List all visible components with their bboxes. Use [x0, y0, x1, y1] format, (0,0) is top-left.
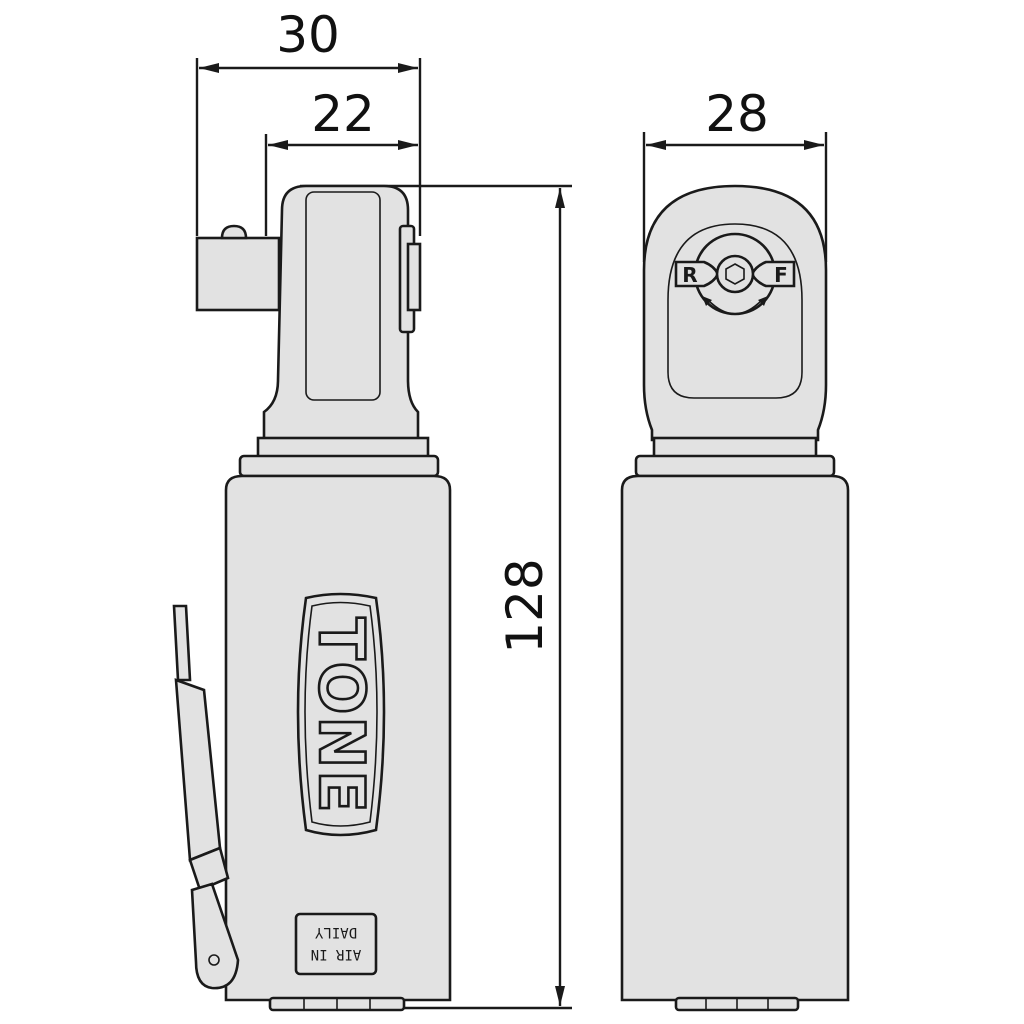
direction-arrow-right-icon [734, 299, 763, 315]
neck-ring [238, 454, 440, 478]
dimension-label-22: 22 [311, 85, 375, 143]
dimension-label-128: 128 [496, 558, 554, 653]
square-drive-anvil [195, 236, 281, 312]
trigger-lever [174, 678, 222, 862]
dimension-30: 30 [195, 6, 422, 236]
dimension-label-28: 28 [705, 85, 769, 143]
reverse-knob-bolt [406, 242, 422, 312]
forward-label: F [774, 263, 788, 287]
hex-nut-icon [725, 263, 745, 285]
trigger-pivot-base [190, 882, 240, 990]
anvil-detent-ball [220, 224, 248, 240]
reverse-label: R [682, 263, 697, 287]
reverse-switch-hub [715, 254, 755, 294]
logo-plate [296, 592, 386, 837]
front-neck-ring [634, 454, 836, 478]
dimension-22: 22 [264, 85, 418, 236]
trigger-lever-link [188, 846, 230, 892]
plate-text-air-in: AIR IN [311, 946, 362, 962]
direction-arrow-left-icon [707, 299, 736, 315]
brand-logo: TONE [305, 617, 378, 814]
dimension-128: 128 [300, 184, 572, 1010]
trigger-lever-tip [172, 604, 192, 682]
dimension-28: 28 [642, 85, 828, 262]
trigger-pivot-pin [208, 954, 220, 966]
plate-text-daily: DAILY [314, 924, 357, 940]
side-view: TONE AIR IN DAILY [172, 184, 452, 1012]
head-recess [305, 191, 381, 401]
dimension-label-30: 30 [276, 6, 340, 64]
front-head-recess [667, 223, 803, 399]
ratchet-head [262, 184, 420, 442]
front-grip-body [620, 474, 850, 1002]
air-inlet-plate [294, 912, 378, 976]
front-view: R F [620, 184, 850, 1012]
